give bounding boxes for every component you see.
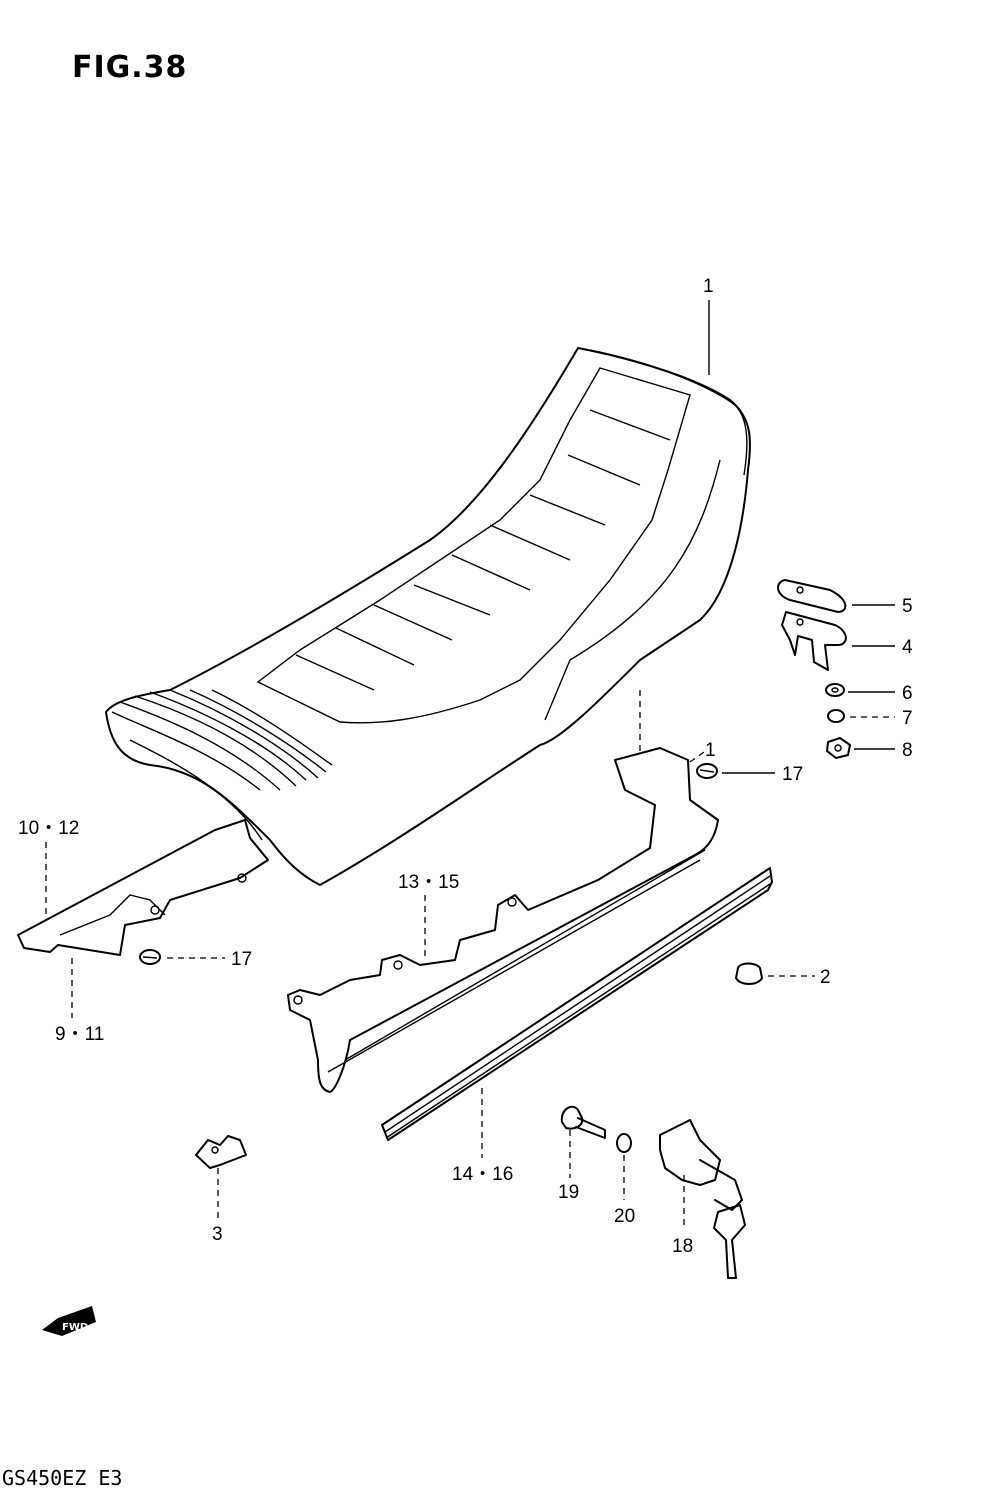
washer-6 bbox=[825, 683, 845, 697]
callout-labels: 1 1 5 4 6 7 8 17 10・12 13・15 17 2 9・11 1… bbox=[18, 276, 913, 1257]
hinge-bracket bbox=[17, 819, 269, 956]
seat-assembly bbox=[105, 347, 751, 886]
callout-18: 18 bbox=[672, 1236, 693, 1257]
clip-nut-17-left bbox=[139, 949, 161, 965]
callout-1b: 1 bbox=[705, 740, 716, 761]
callout-13-15: 13・15 bbox=[398, 872, 459, 893]
lock-washer-7 bbox=[827, 709, 845, 723]
nut-8 bbox=[826, 737, 851, 759]
callout-3: 3 bbox=[212, 1224, 223, 1245]
leader-lines bbox=[45, 300, 895, 1230]
callout-6: 6 bbox=[902, 683, 913, 704]
callout-4: 4 bbox=[902, 637, 913, 658]
callout-7: 7 bbox=[902, 708, 913, 729]
callout-17-left: 17 bbox=[231, 949, 252, 970]
forward-arrow-label: FWD bbox=[62, 1322, 88, 1333]
figure-title: FIG.38 bbox=[72, 50, 188, 85]
model-code: GS450EZ E3 bbox=[2, 1466, 123, 1490]
side-trim-strip bbox=[381, 867, 773, 1141]
callout-1: 1 bbox=[703, 276, 714, 297]
callout-14-16: 14・16 bbox=[452, 1164, 513, 1185]
clip-nut-17-right bbox=[696, 763, 718, 779]
callout-2: 2 bbox=[820, 967, 831, 988]
cap-nut-2 bbox=[735, 962, 763, 985]
rubber-cushion-3 bbox=[195, 1135, 247, 1169]
seat-hook bbox=[781, 611, 847, 671]
washer-20 bbox=[616, 1133, 632, 1153]
callout-5: 5 bbox=[902, 596, 913, 617]
forward-arrow-icon: FWD bbox=[42, 1306, 96, 1336]
callout-8: 8 bbox=[902, 740, 913, 761]
callout-17-right: 17 bbox=[782, 764, 803, 785]
callout-9-11: 9・11 bbox=[55, 1024, 104, 1045]
bolt-19 bbox=[560, 1105, 606, 1139]
callout-19: 19 bbox=[558, 1182, 579, 1203]
callout-10-12: 10・12 bbox=[18, 818, 79, 839]
callout-20: 20 bbox=[614, 1206, 635, 1227]
seat-base-frame bbox=[287, 747, 719, 1093]
seat-lock-18 bbox=[659, 1119, 746, 1279]
seat-bracket-cap bbox=[777, 579, 847, 613]
